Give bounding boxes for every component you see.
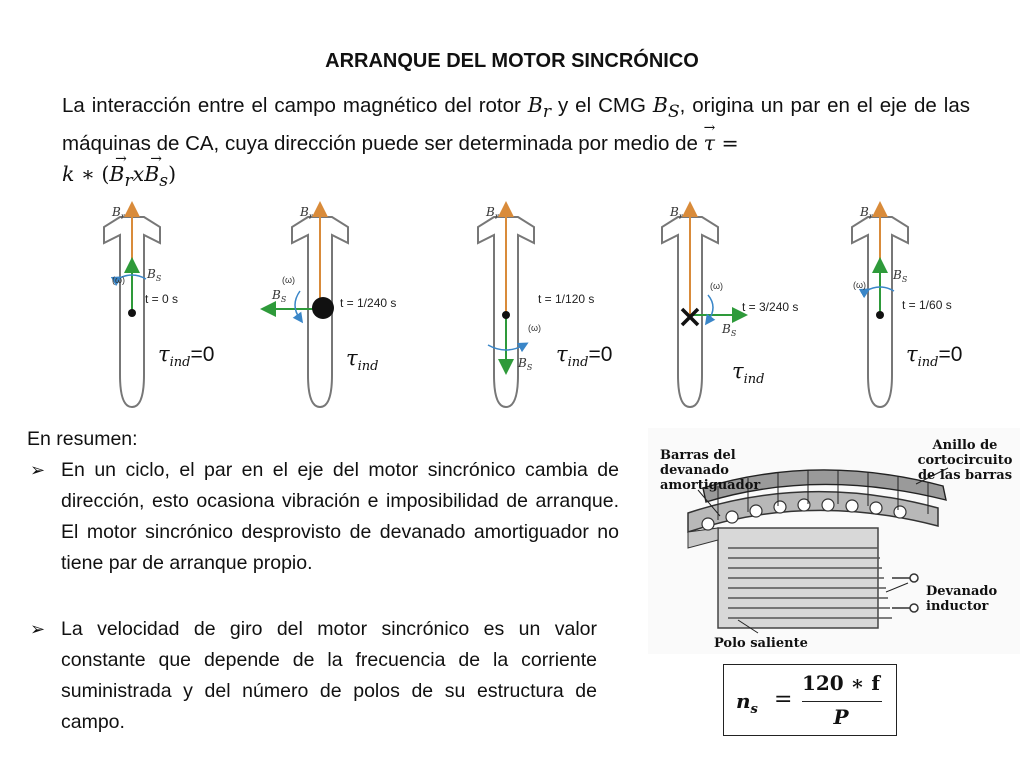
rotor-5 xyxy=(851,201,909,409)
formula-equals: = xyxy=(774,687,793,712)
tau-label-1: τind=0 xyxy=(158,342,215,371)
label-damper-bars: Barras del devanado amortiguador xyxy=(660,448,761,493)
k-symbol: k xyxy=(62,162,75,187)
cross-x: x xyxy=(132,162,145,187)
synchronous-speed-formula: ns = 120 ∗ f P xyxy=(723,664,897,736)
rotor-2-time: t = 1/240 s xyxy=(340,296,396,310)
bs-symbol: BS xyxy=(652,93,680,123)
svg-text:BS: BS xyxy=(517,356,533,372)
salient-pole-drawing xyxy=(648,428,1020,654)
equals-sign: = xyxy=(714,131,739,156)
summary-heading: En resumen: xyxy=(27,428,138,450)
bullet-arrow-icon: ➢ xyxy=(30,619,46,639)
close-paren: ) xyxy=(168,162,177,187)
rotor-diagrams: Br BS (ω) t = 0 s Br BS (ω) t = 1/240 s … xyxy=(103,201,952,409)
rotor-1-br-label: Br xyxy=(111,205,126,221)
formula-denominator: P xyxy=(833,705,849,729)
svg-text:(ω): (ω) xyxy=(710,281,723,291)
formula-lhs: ns xyxy=(736,689,758,717)
tau-label-4: τind xyxy=(732,359,765,388)
intro-paragraph: La interacción entre el campo magnético … xyxy=(62,90,970,197)
damper-winding-figure: Barras del devanado amortiguador Anillo … xyxy=(648,428,1020,654)
svg-text:Br: Br xyxy=(859,205,874,221)
svg-text:BS: BS xyxy=(892,268,908,284)
tau-label-2: τind xyxy=(346,346,379,375)
summary-bullet-2: ➢ La velocidad de giro del motor sincrón… xyxy=(30,614,597,738)
svg-text:(ω): (ω) xyxy=(528,323,541,333)
bullet-arrow-icon: ➢ xyxy=(30,460,46,480)
label-salient-pole: Polo saliente xyxy=(714,636,808,651)
rotor-4 xyxy=(661,201,748,409)
br-symbol: Br xyxy=(527,93,552,123)
tau-label-5: τind=0 xyxy=(906,342,963,371)
svg-text:(ω): (ω) xyxy=(282,275,295,285)
formula-numerator: 120 ∗ f xyxy=(801,671,881,695)
bs-vector: Bs xyxy=(144,144,168,197)
rotor-1 xyxy=(103,201,161,409)
tau-vector-symbol: τ xyxy=(704,113,716,159)
star-open: ∗ ( xyxy=(74,162,110,187)
rotor-4-time: t = 3/240 s xyxy=(742,300,798,314)
svg-text:(ω): (ω) xyxy=(853,280,866,290)
svg-text:Br: Br xyxy=(669,205,684,221)
label-field-winding: Devanado inductor xyxy=(926,584,998,614)
intro-text-1: La interacción entre el campo magnético … xyxy=(62,94,528,117)
rotor-3 xyxy=(477,201,535,409)
summary-bullet-1: ➢ En un ciclo, el par en el eje del moto… xyxy=(30,455,619,579)
rotor-1-omega: (ω) xyxy=(112,275,125,285)
rotor-2 xyxy=(260,201,349,409)
rotor-3-time: t = 1/120 s xyxy=(538,292,594,306)
intro-text-2: y el CMG xyxy=(551,94,653,117)
rotor-5-time: t = 1/60 s xyxy=(902,298,952,312)
tau-label-3: τind=0 xyxy=(556,342,613,371)
label-shorting-ring: Anillo de cortocircuito de las barras xyxy=(917,438,1013,483)
rotor-1-bs-label: BS xyxy=(146,267,162,283)
svg-text:BS: BS xyxy=(271,288,287,304)
svg-text:Br: Br xyxy=(299,205,314,221)
fraction-bar xyxy=(802,701,882,702)
svg-text:Br: Br xyxy=(485,205,500,221)
slide-title: ARRANQUE DEL MOTOR SINCRÓNICO xyxy=(325,50,699,72)
intro-text-3: , origina un par en el eje de las máquin… xyxy=(62,94,970,156)
br-vector: Br xyxy=(109,144,133,197)
rotor-1-time: t = 0 s xyxy=(145,292,178,306)
svg-text:BS: BS xyxy=(721,322,737,338)
